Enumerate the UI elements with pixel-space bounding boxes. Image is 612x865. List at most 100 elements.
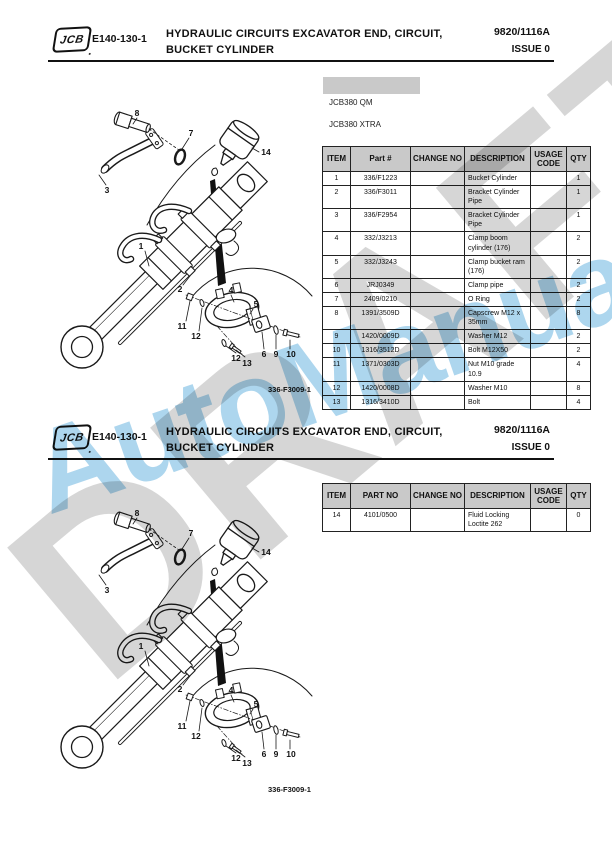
clamp-bracket	[215, 628, 237, 644]
title-line-2: BUCKET CYLINDER	[166, 442, 275, 454]
o-ring	[173, 548, 187, 566]
callout-12: 12	[191, 331, 201, 341]
table-cell: 1371/0303D	[350, 357, 411, 382]
diagram-section-2: 8 7 14 3 1 2 4 5 11 12 12 13 6 9 10 336-…	[50, 495, 320, 805]
table-cell	[410, 231, 465, 256]
table-cell	[410, 254, 465, 279]
detail-arc	[190, 267, 313, 299]
clamp-pipe-block	[251, 715, 271, 733]
table-cell: 1	[322, 170, 351, 187]
callout-2: 2	[178, 684, 183, 694]
title-line-2: BUCKET CYLINDER	[166, 44, 275, 56]
table-cell: O Ring	[464, 291, 531, 308]
table-cell	[530, 170, 567, 187]
callout-7: 7	[189, 528, 194, 538]
bucket-cylinder-diagram: 8 7 14 3 1 2 4 5 11 12 12 13 6 9 10 336-…	[60, 508, 313, 794]
table-cell: JRJ0349	[350, 277, 411, 293]
clamp-bracket	[215, 228, 237, 244]
callout-9: 9	[274, 749, 279, 759]
table-cell	[530, 507, 567, 533]
column-header: CHANGE NO	[410, 483, 465, 509]
jcb-logo-text: JCB	[59, 430, 85, 445]
callout-9: 9	[274, 349, 279, 359]
page-header-2: JCB E140-130-1 HYDRAULIC CIRCUITS EXCAVA…	[0, 417, 612, 487]
table-cell: 2	[566, 329, 591, 345]
title-line-1: HYDRAULIC CIRCUITS EXCAVATOR END, CIRCUI…	[166, 28, 443, 40]
table-cell: 1391/3509D	[350, 306, 411, 331]
callout-7: 7	[189, 128, 194, 138]
cylinder-body	[86, 561, 268, 743]
table-cell: 332/J3243	[350, 254, 411, 279]
bucket-cylinder-diagram: 8 7 14 3 1 2 4 5 11 12 12 13 6 9 10 336-…	[60, 108, 313, 394]
o-ring	[173, 148, 187, 166]
diagram-section-1: 8 7 14 3 1 2 4 5 11 12 12 13 6 9 10 336-…	[50, 95, 320, 405]
callout-1: 1	[139, 241, 144, 251]
table-cell: 2	[566, 231, 591, 256]
table-cell: 1420/0009D	[350, 329, 411, 345]
loctite-bottle	[219, 519, 260, 566]
table-cell: Bucket Cylinder	[464, 170, 531, 187]
callout-10: 10	[286, 349, 296, 359]
loctite-bottle	[219, 119, 260, 166]
fluid-drop	[211, 167, 219, 177]
header-rule	[48, 60, 554, 62]
table-cell	[530, 254, 567, 279]
issue-label: ISSUE 0	[511, 44, 550, 55]
doc-code: E140-130-1	[92, 431, 147, 443]
table-cell: 2	[322, 185, 351, 210]
figure-label: 336-F3009-1	[268, 385, 311, 394]
table-cell: 336/F2954	[350, 208, 411, 233]
column-header: DESCRIPTION	[464, 483, 531, 509]
ref-number: 9820/1116A	[493, 424, 550, 436]
redacted-model-box	[323, 77, 420, 94]
table-cell: 2	[566, 254, 591, 279]
jcb-logo: JCB	[51, 424, 93, 451]
callout-5: 5	[254, 299, 259, 309]
callout-6: 6	[262, 349, 267, 359]
issue-label: ISSUE 0	[511, 442, 550, 453]
table-cell	[530, 380, 567, 396]
table-cell: 9	[322, 329, 351, 345]
column-header: DESCRIPTION	[464, 146, 531, 172]
callout-numbers: 8 7 14 3 1 2 4 5 11 12 12 13 6 9 10	[105, 508, 296, 768]
callout-2: 2	[178, 284, 183, 294]
table-cell: Fluid Locking Loctite 262	[464, 507, 531, 533]
nut	[185, 692, 194, 702]
callout-numbers: 8 7 14 3 1 2 4 5 11 12 12 13 6 9 10	[105, 108, 296, 368]
callout-1: 1	[139, 641, 144, 651]
callout-13: 13	[242, 758, 252, 768]
table-cell	[410, 357, 465, 382]
callout-10: 10	[286, 749, 296, 759]
column-header: Part #	[350, 146, 411, 172]
table-cell: 3	[322, 208, 351, 233]
table-cell: 332/J3213	[350, 231, 411, 256]
washer	[221, 739, 227, 747]
column-header: PART NO	[350, 483, 411, 509]
table-cell: 4101/0500	[350, 507, 411, 533]
doc-code: E140-130-1	[92, 33, 147, 45]
table-cell: 2	[566, 343, 591, 359]
table-cell: 4	[322, 231, 351, 256]
ref-block: 9820/1116A ISSUE 0	[494, 26, 550, 55]
table-cell: 2	[566, 277, 591, 293]
callout-11: 11	[178, 321, 187, 331]
page-title: HYDRAULIC CIRCUITS EXCAVATOR END, CIRCUI…	[166, 424, 486, 456]
table-cell	[530, 357, 567, 382]
table-cell	[530, 291, 567, 308]
table-cell: Bolt M12X50	[464, 343, 531, 359]
table-cell	[410, 291, 465, 308]
table-cell: 8	[566, 380, 591, 396]
table-cell: 12	[322, 380, 351, 396]
table-cell	[530, 277, 567, 293]
table-cell	[530, 329, 567, 345]
